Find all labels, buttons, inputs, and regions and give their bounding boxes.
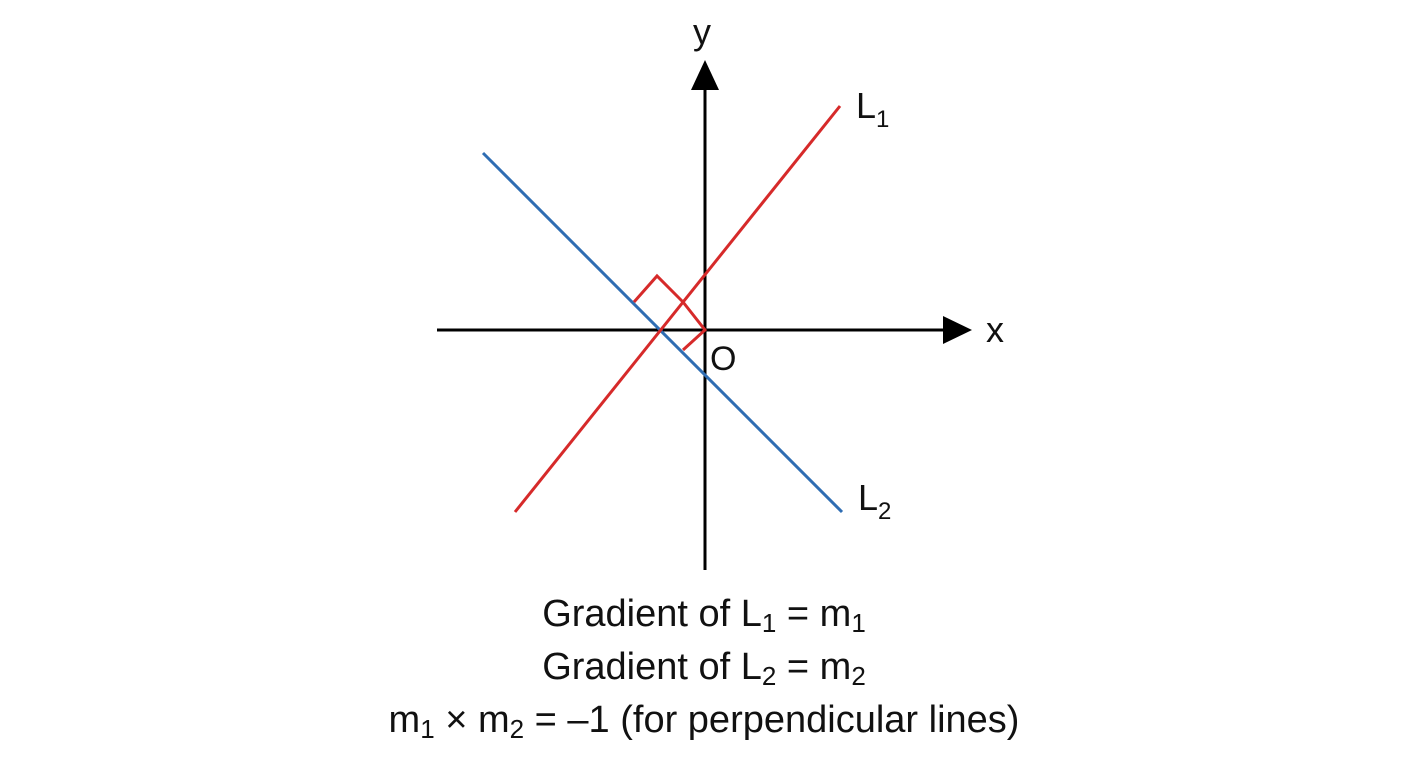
- caption-l1-prefix: Gradient of L: [542, 593, 762, 635]
- x-axis-label: x: [986, 309, 1004, 350]
- caption-rule-middle: × m: [434, 699, 510, 741]
- caption: Gradient of L1 = m1 Gradient of L2 = m2 …: [0, 588, 1408, 747]
- caption-perpendicular-rule: m1 × m2 = –1 (for perpendicular lines): [0, 694, 1408, 747]
- caption-l1-sub-a: 1: [761, 608, 777, 638]
- line-l1-label-name: L: [856, 85, 876, 126]
- caption-rule-sub-b: 2: [509, 714, 525, 744]
- line-l1-label: L1: [856, 85, 889, 133]
- caption-l2-sub-b: 2: [851, 661, 866, 691]
- caption-gradient-l2: Gradient of L2 = m2: [0, 641, 1408, 694]
- y-axis-arrowhead: [691, 60, 719, 90]
- origin-label: O: [710, 340, 736, 378]
- caption-rule-prefix: m: [388, 699, 421, 741]
- line-l1: [513, 105, 842, 513]
- caption-l1-middle: = m: [776, 593, 852, 635]
- caption-rule-suffix: = –1 (for perpendicular lines): [524, 699, 1020, 741]
- line-l2-label-name: L: [858, 477, 878, 518]
- right-angle-marker-upper: [632, 273, 685, 304]
- caption-gradient-l1: Gradient of L1 = m1: [0, 588, 1408, 641]
- line-l2-label-subscript: 2: [878, 498, 891, 525]
- right-angle-marker-lower: [681, 301, 708, 352]
- y-axis-label: y: [693, 11, 711, 52]
- caption-l2-sub-a: 2: [761, 661, 777, 691]
- x-axis-arrowhead: [943, 316, 972, 344]
- line-l1-label-subscript: 1: [876, 106, 889, 133]
- caption-l2-prefix: Gradient of L: [542, 646, 762, 688]
- line-l2-label: L2: [858, 477, 891, 525]
- caption-rule-sub-a: 1: [420, 714, 435, 744]
- caption-l1-sub-b: 1: [851, 608, 866, 638]
- line-l2: [481, 151, 844, 514]
- caption-l2-middle: = m: [776, 646, 852, 688]
